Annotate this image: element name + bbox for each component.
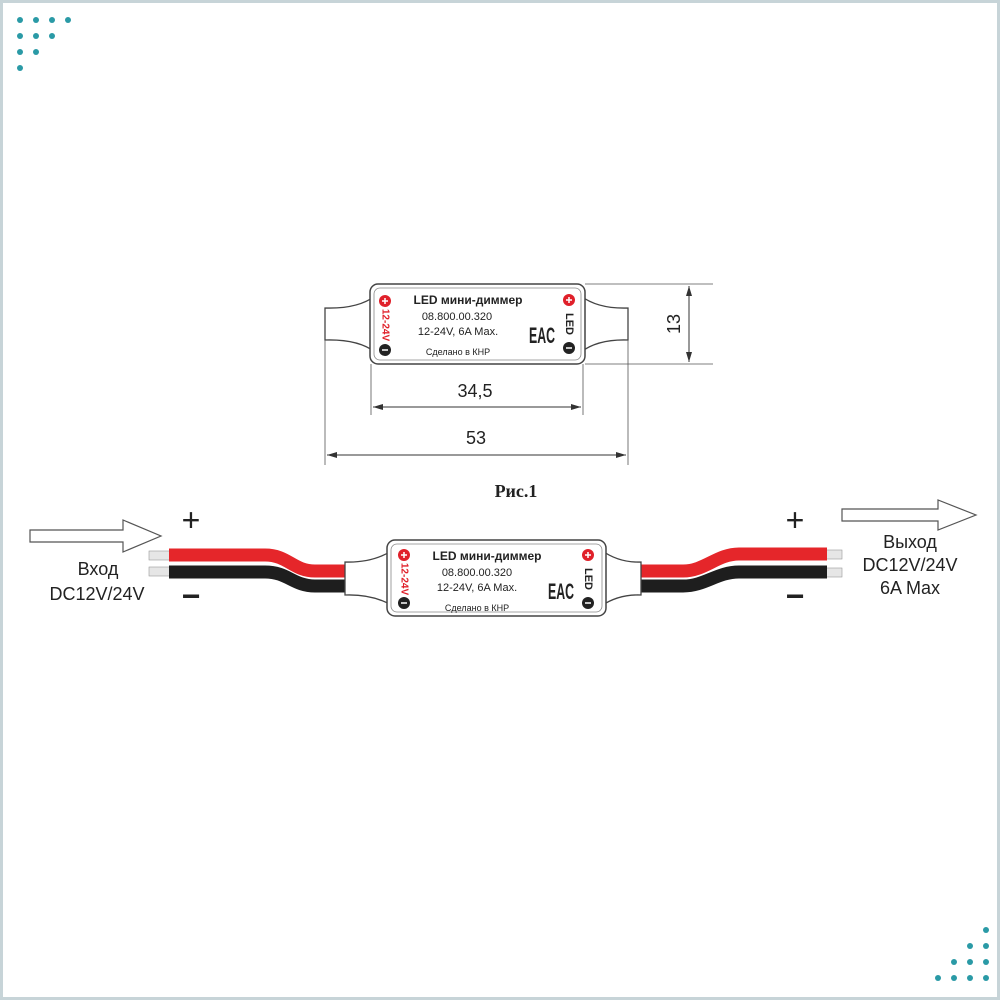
wired-device-specs: 12-24V, 6A Max. [437,582,517,594]
output-arrow-icon [841,499,978,531]
device-title: LED мини-диммер [414,293,523,307]
wired-device-title: LED мини-диммер [433,549,542,563]
voltage-label: 12-24V [379,309,390,342]
dimmer-body-inner [373,287,582,361]
wired-led-label: LED [582,568,594,590]
dimension-drawing: 12-24V LED LED мини-диммер 08.800.00.320… [324,283,713,501]
device-specs: 12-24V, 6A Max. [418,326,498,338]
output-plus-sign: + [786,502,805,538]
wired-dimmer-body-outer [386,539,607,617]
output-spec: DC12V/24V [862,555,957,575]
output-red-wire [633,547,827,578]
device-code: 08.800.00.320 [422,311,492,323]
output-max: 6A Max [880,578,940,598]
input-minus-sign: − [182,578,201,614]
wire-left-plug [344,548,394,608]
input-red-pin [148,550,172,561]
diagram-canvas: 12-24V LED LED мини-диммер 08.800.00.320… [29,283,978,617]
wire-right-plug [600,548,642,608]
input-black-pin [148,566,172,577]
dim-total-value: 53 [466,428,486,448]
wiring-drawing: + − Вход DC12V/24V 12-24V [29,499,978,617]
led-label: LED [563,313,575,335]
input-spec: DC12V/24V [49,584,144,604]
left-cable-plug [324,294,376,354]
wired-voltage-label: 12-24V [398,563,409,596]
input-red-wire [169,548,348,578]
output-title: Выход [883,532,937,552]
dim-height-value: 13 [664,314,684,334]
dimmer-body-outer [369,283,586,365]
output-black-pin [824,567,843,578]
right-cable-plug [580,294,629,354]
wired-device-code: 08.800.00.320 [442,567,512,579]
input-arrow-icon [29,519,163,553]
wired-eac-mark: EAC [548,579,574,604]
output-minus-sign: − [786,578,805,614]
wired-dimmer-body-inner [390,543,603,613]
figure-caption: Рис.1 [495,481,538,501]
output-red-pin [824,549,843,560]
made-in-label: Сделано в КНР [426,347,490,357]
dim-body-value: 34,5 [457,381,492,401]
input-plus-sign: + [182,502,201,538]
eac-mark: EAC [529,323,555,348]
input-black-wire [169,565,348,593]
wired-made-in-label: Сделано в КНР [445,603,509,613]
output-black-wire [633,565,827,593]
input-title: Вход [78,559,119,579]
